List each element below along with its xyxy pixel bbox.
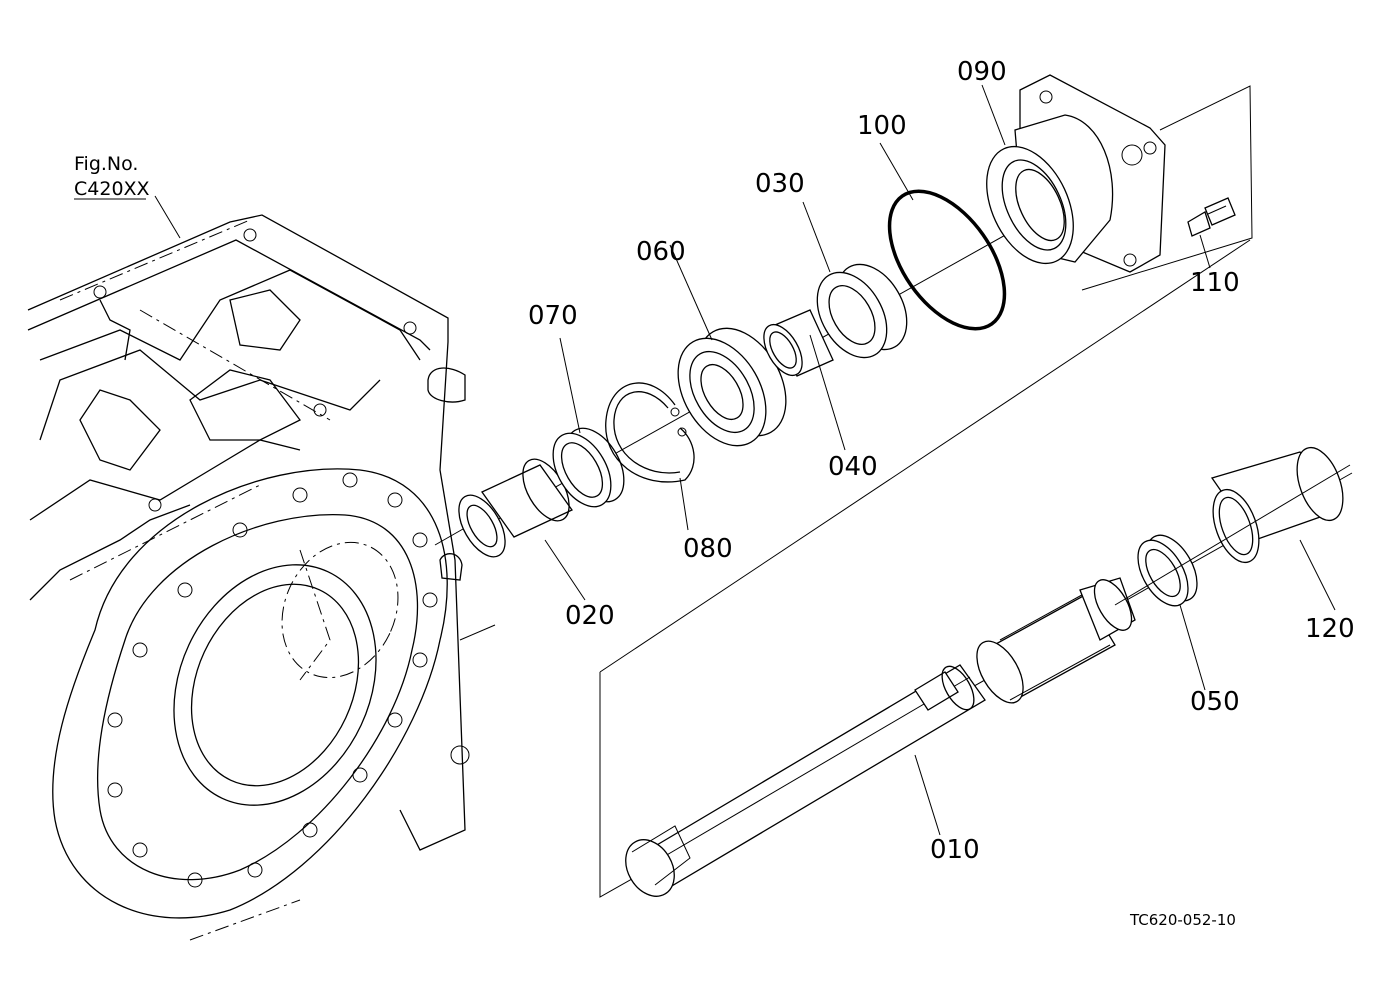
housing-090-part — [986, 74, 1166, 273]
transmission-case — [27, 214, 496, 941]
part-label-050[interactable]: 050 — [1190, 687, 1240, 717]
part-label-110[interactable]: 110 — [1190, 268, 1240, 298]
leader-lines — [154, 84, 1336, 836]
part-label-100[interactable]: 100 — [857, 111, 907, 141]
fitting-110-part — [1187, 197, 1236, 237]
part-label-070[interactable]: 070 — [528, 301, 578, 331]
part-label-010[interactable]: 010 — [930, 835, 980, 865]
part-label-080[interactable]: 080 — [683, 534, 733, 564]
seal-050-part — [1137, 534, 1198, 607]
bearing-060-part — [677, 327, 787, 447]
figure-ref-line1: Fig.No. — [74, 153, 138, 175]
bearing-030-part — [816, 263, 908, 359]
sleeve-120-part — [1210, 446, 1344, 564]
sleeve-020-part — [458, 458, 573, 558]
collar-040-part — [763, 309, 834, 377]
figure-reference[interactable]: Fig.No. C420XX — [74, 153, 150, 200]
part-label-090[interactable]: 090 — [957, 57, 1007, 87]
shaft-part — [625, 577, 1136, 897]
part-label-060[interactable]: 060 — [636, 237, 686, 267]
part-label-020[interactable]: 020 — [565, 601, 615, 631]
part-label-040[interactable]: 040 — [828, 452, 878, 482]
drawing-code: TC620-052-10 — [1129, 911, 1236, 929]
part-label-030[interactable]: 030 — [755, 169, 805, 199]
part-label-120[interactable]: 120 — [1305, 614, 1355, 644]
o-ring-100-part — [887, 189, 1007, 331]
snap-ring-080-part — [605, 382, 695, 483]
figure-ref-line2: C420XX — [74, 178, 150, 200]
